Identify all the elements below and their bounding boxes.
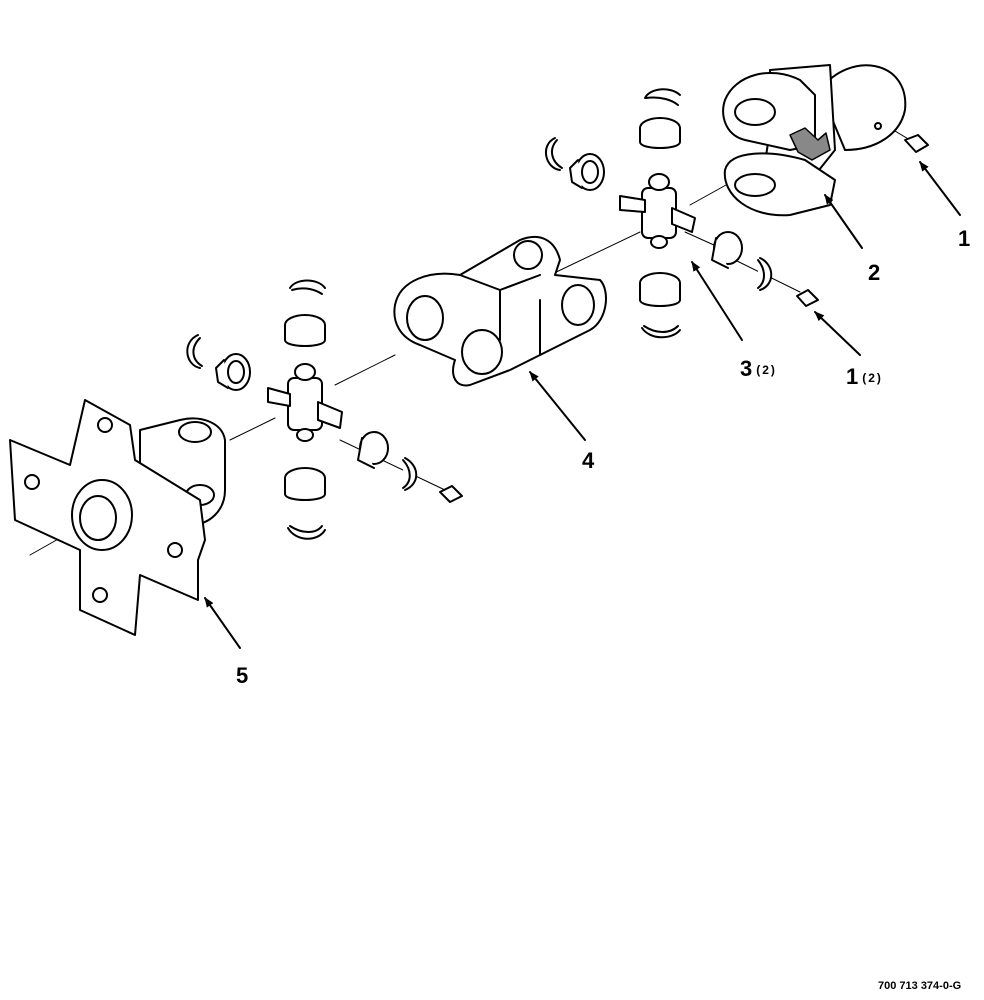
leader-item5	[204, 597, 241, 649]
callout-item1-top: 1	[958, 228, 970, 250]
grease-fitting-top	[904, 134, 929, 153]
callout-number: 5	[236, 663, 249, 688]
figure-id: 700 713 374-0-G	[878, 980, 962, 992]
lower-bearing-cup-top	[284, 314, 326, 347]
upper-snap-ring-left	[545, 137, 563, 171]
upper-bearing-cup-top	[639, 117, 681, 149]
upper-snap-ring-bottom	[641, 325, 681, 339]
lower-snap-ring-right	[402, 457, 418, 491]
grease-fitting-lower	[439, 485, 463, 503]
grease-fitting-mid	[796, 289, 819, 307]
callout-qty: (2)	[862, 371, 883, 385]
lower-bearing-cup-left	[215, 353, 251, 391]
upper-bearing-cup-bottom	[639, 272, 681, 307]
callout-number: 3	[740, 356, 753, 381]
callout-qty: (2)	[756, 363, 777, 377]
leader-item2	[824, 194, 863, 249]
callout-number: 4	[582, 448, 595, 473]
lower-bearing-cup-right	[357, 431, 389, 469]
lower-snap-ring-left	[186, 334, 203, 369]
callout-item3: 3(2)	[740, 358, 777, 380]
upper-cross	[619, 173, 696, 249]
leader-item4	[529, 371, 586, 441]
callout-item5: 5	[236, 665, 248, 687]
callout-item1-mid: 1(2)	[846, 366, 883, 388]
leader-item1-top	[919, 161, 961, 216]
callout-number: 1	[846, 364, 859, 389]
callout-number: 1	[958, 226, 971, 251]
leader-item3	[691, 261, 743, 341]
lower-bearing-cup-bottom	[284, 467, 326, 501]
callout-item4: 4	[582, 450, 594, 472]
callout-number: 2	[868, 260, 881, 285]
upper-bearing-cup-left	[569, 153, 605, 191]
lower-snap-ring-top	[289, 279, 326, 295]
splined-yoke	[722, 64, 907, 217]
callout-item2: 2	[868, 262, 880, 284]
lower-snap-ring-bottom	[287, 525, 326, 540]
lower-cross	[267, 363, 343, 442]
upper-bearing-cup-right	[711, 231, 743, 269]
leader-arrows	[204, 161, 961, 649]
double-yoke	[393, 235, 607, 387]
upper-snap-ring-top	[644, 88, 681, 106]
upper-snap-ring-right	[757, 257, 773, 291]
flange-yoke	[9, 399, 226, 636]
leader-item1-mid	[814, 311, 861, 356]
